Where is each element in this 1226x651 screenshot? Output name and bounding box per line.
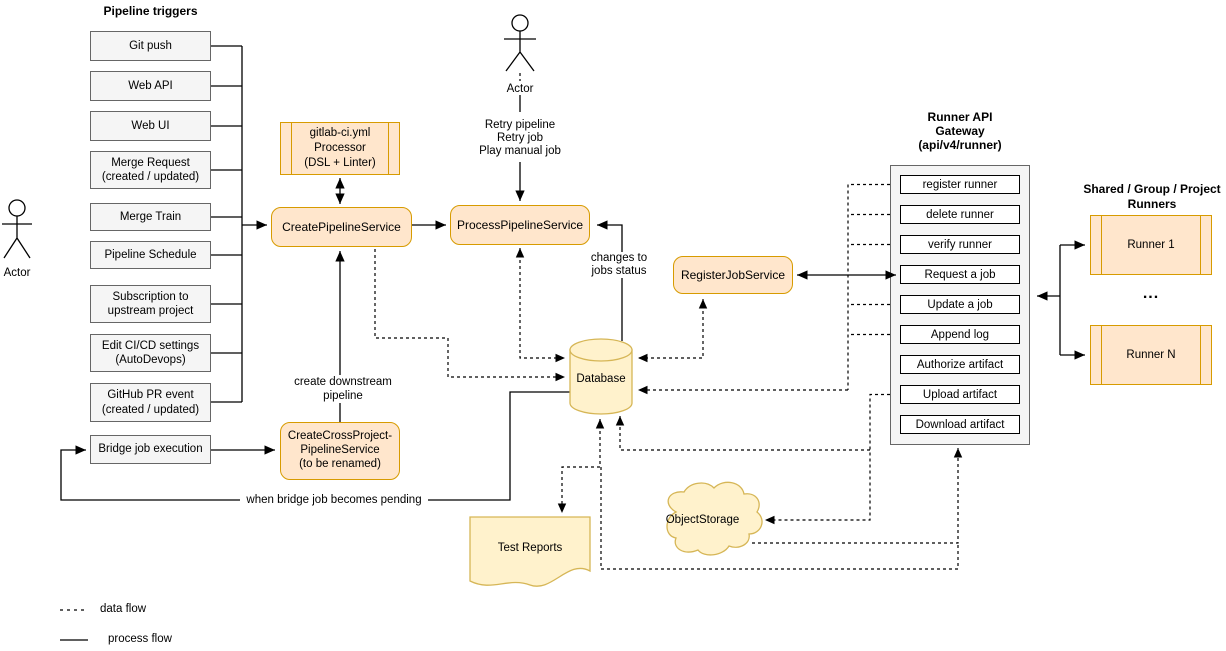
runner-1-node: Runner 1 [1090, 215, 1212, 275]
when-bridge-pending-annotation: when bridge job becomes pending [240, 494, 428, 508]
create-cross-project-pipeline-service-node: CreateCrossProject- PipelineService (to … [280, 422, 400, 480]
process-pipeline-service-node: ProcessPipelineService [450, 205, 590, 245]
create-pipeline-service-label: CreatePipelineService [282, 219, 401, 234]
trigger-edit-cicd-settings: Edit CI/CD settings (AutoDevops) [90, 334, 211, 372]
gateway-endpoint-register-runner: register runner [900, 175, 1020, 194]
trigger-trunk-line [211, 45, 243, 403]
gateway-title: Runner API Gateway (api/v4/runner) [890, 110, 1030, 152]
gateway-endpoint-download-artifact: Download artifact [900, 415, 1020, 434]
retry-annotation: Retry pipeline Retry job Play manual job [455, 119, 585, 158]
processor-line: Processor [314, 142, 366, 155]
left-actor-icon [2, 199, 32, 259]
gateway-endpoint-update-a-job: Update a job [900, 295, 1020, 314]
trigger-git-push: Git push [90, 31, 211, 61]
gateway-endpoint-authorize-artifact: Authorize artifact [900, 355, 1020, 374]
gateway-endpoint-append-log: Append log [900, 325, 1020, 344]
gateway-title-line: Runner API [927, 110, 993, 124]
cross-project-line: PipelineService [300, 444, 380, 457]
runner-n-node: Runner N [1090, 325, 1212, 385]
processor-line: gitlab-ci.yml [309, 127, 371, 140]
create-downstream-line: pipeline [323, 390, 363, 402]
dash-db-testreports [557, 419, 605, 513]
gateway-endpoint-verify-runner: verify runner [900, 235, 1020, 254]
left-actor-label: Actor [3, 267, 31, 279]
runner-1-label: Runner 1 [1127, 238, 1175, 251]
changes-line: jobs status [591, 265, 647, 277]
test-reports-document [469, 516, 591, 587]
cross-project-line: (to be renamed) [299, 457, 381, 470]
dash-createpipeline-to-db [374, 249, 565, 382]
gateway-endpoint-request-a-job: Request a job [900, 265, 1020, 284]
processor-line: (DSL + Linter) [304, 156, 376, 169]
dash-upload-to-objectstorage [765, 393, 890, 525]
trigger-pipeline-schedule: Pipeline Schedule [90, 241, 211, 269]
top-actor-label: Actor [506, 83, 534, 95]
changes-jobs-status-annotation: changes to jobs status [584, 252, 654, 278]
dash-processpipeline-db [515, 248, 565, 363]
dash-objectstorage-to-download [752, 448, 963, 544]
runners-ellipsis: ... [1142, 285, 1160, 302]
test-reports-label: Test Reports [497, 542, 563, 554]
gateway-title-line: (api/v4/runner) [918, 138, 1002, 152]
object-storage-label: ObjectStorage [665, 514, 740, 526]
legend-data-flow-label: data flow [100, 603, 147, 615]
register-job-service-label: RegisterJobService [680, 267, 786, 282]
database-label: Database [576, 373, 626, 385]
trigger-merge-request: Merge Request (created / updated) [90, 151, 211, 189]
trigger-bridge-job-execution: Bridge job execution [90, 435, 211, 464]
trigger-subscription-upstream: Subscription to upstream project [90, 285, 211, 323]
create-pipeline-service-node: CreatePipelineService [271, 207, 412, 247]
arrow-db-to-process-changes [597, 220, 623, 341]
dash-upload-to-db [615, 416, 870, 451]
storage-shapes [469, 338, 763, 587]
retry-line: Play manual job [479, 145, 561, 157]
top-actor-icon [504, 14, 536, 72]
runners-title: Shared / Group / Project Runners [1078, 182, 1226, 211]
trigger-web-ui: Web UI [90, 111, 211, 141]
data-flow-connectors [60, 73, 963, 611]
dash-gateway-stubs [847, 183, 890, 390]
create-downstream-line: create downstream [294, 376, 392, 388]
legend-process-flow-label: process flow [108, 633, 172, 645]
gateway-endpoint-upload-artifact: Upload artifact [900, 385, 1020, 404]
process-pipeline-service-label: ProcessPipelineService [456, 217, 584, 232]
register-job-service-node: RegisterJobService [673, 256, 793, 294]
retry-line: Retry pipeline [484, 119, 556, 131]
dash-registerjob-db [638, 299, 708, 363]
runner-n-label: Runner N [1126, 348, 1176, 361]
gitlab-ci-yml-processor-node: gitlab-ci.yml Processor (DSL + Linter) [280, 122, 400, 175]
trigger-web-api: Web API [90, 71, 211, 101]
runners-title-line: Shared / Group / Project [1083, 182, 1221, 196]
runners-title-line: Runners [1127, 196, 1177, 211]
cross-project-line: CreateCrossProject- [287, 430, 393, 443]
triggers-header: Pipeline triggers [103, 4, 198, 18]
create-downstream-annotation: create downstream pipeline [283, 375, 403, 403]
gateway-title-line: Gateway [935, 124, 985, 138]
database-cylinder [569, 349, 633, 415]
dash-bottom-loop [600, 467, 959, 570]
changes-line: changes to [590, 252, 648, 264]
retry-line: Retry job [496, 132, 544, 144]
database-cylinder-top [569, 338, 633, 362]
object-storage-cloud [666, 481, 763, 556]
gateway-endpoint-delete-runner: delete runner [900, 205, 1020, 224]
trigger-github-pr-event: GitHub PR event (created / updated) [90, 383, 211, 422]
trigger-merge-train: Merge Train [90, 203, 211, 231]
actor-figures [2, 14, 536, 259]
